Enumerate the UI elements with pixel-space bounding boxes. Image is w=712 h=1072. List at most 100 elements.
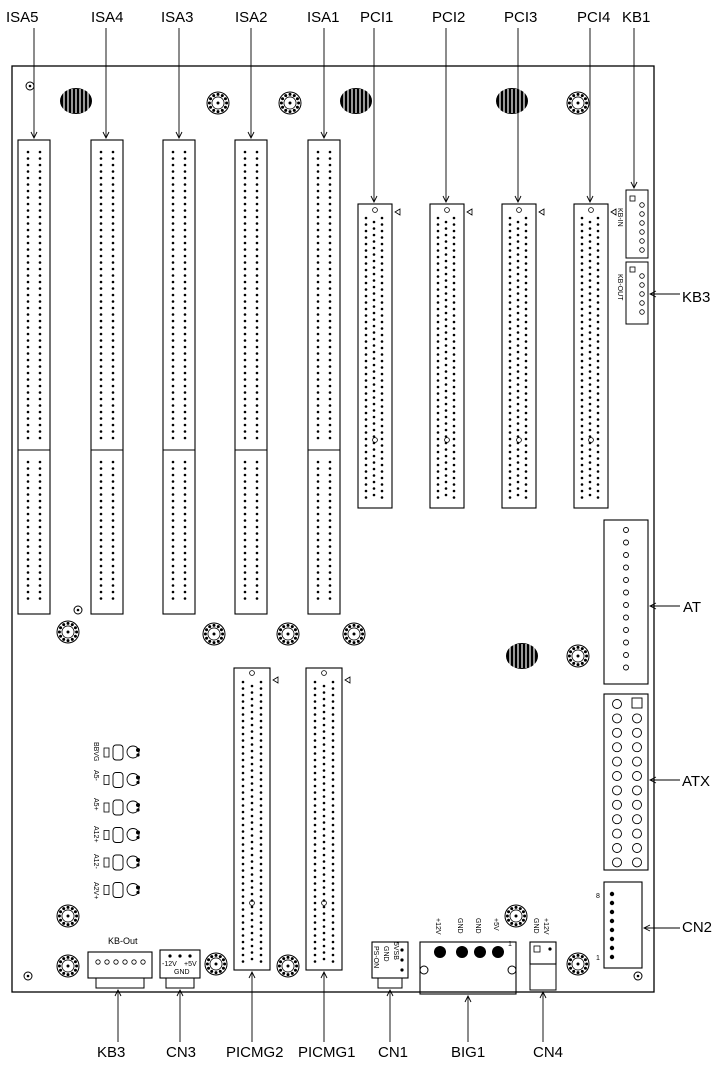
mount-screw-tooth [214, 953, 218, 957]
isa3-pin [171, 371, 175, 375]
isa3-pin [171, 597, 175, 600]
isa1-pin [328, 430, 332, 433]
mount-screw-tooth [585, 962, 589, 966]
picmg2-pin [241, 804, 245, 807]
picmg1-pin [322, 957, 326, 961]
isa1-pin [316, 551, 320, 555]
pci1-pin [380, 411, 384, 415]
picmg1-pin [331, 706, 335, 710]
pci3-pin [508, 366, 512, 369]
isa3-pin [183, 436, 187, 440]
isa4-pin [111, 293, 115, 297]
pci2-pin [444, 415, 448, 419]
pci4-pin [580, 340, 584, 343]
isa1-pin [316, 287, 320, 290]
led-resistor [103, 775, 110, 785]
cn3-leader-head [176, 988, 184, 997]
pci1-pin [380, 340, 384, 343]
pci3-pin [516, 344, 520, 347]
picmg2-pin [241, 849, 245, 853]
isa4-pin [99, 506, 103, 509]
isa2-pin [255, 480, 259, 483]
picmg2-pin [241, 771, 245, 775]
isa1-pin [328, 391, 332, 394]
picmg2-pin [259, 830, 263, 833]
picmg2-pin [241, 687, 245, 690]
pci3-pin [508, 249, 512, 252]
pci1-pin [364, 320, 368, 324]
picmg2-pin [250, 938, 254, 941]
pci1-pin [364, 470, 368, 473]
picmg1-pin [313, 940, 317, 944]
pci1-pin [364, 288, 368, 291]
picmg1-pin [322, 827, 326, 831]
mount-screw-tooth [569, 958, 573, 962]
isa5-pin [38, 306, 42, 310]
picmg1-pin [313, 927, 317, 931]
atx-pin [632, 799, 642, 810]
pci3-pin [516, 292, 520, 295]
pci1-pin [372, 344, 376, 347]
isa1-slot [307, 139, 341, 615]
cn4-gnd-text: GND [532, 918, 539, 934]
isa5-pin [26, 410, 30, 414]
pci4-leader-head [586, 195, 594, 204]
isa2-pin [255, 551, 259, 555]
cn3-gnd-text: GND [174, 969, 190, 976]
isa3-pin [183, 499, 187, 503]
mount-screw-inner [571, 649, 585, 663]
led-label-5: A2V+ [92, 882, 99, 899]
isa3-pin [183, 209, 187, 212]
isa3-pin [171, 267, 175, 271]
isa5-pin [26, 228, 30, 232]
isa3-pin [171, 404, 175, 407]
pci1-pin [364, 424, 368, 428]
mount-screw-tooth [57, 914, 61, 918]
isa3-pin [171, 365, 175, 368]
picmg1-pin [313, 804, 317, 807]
pci4-pin [596, 301, 600, 304]
mount-screw-tooth [73, 626, 77, 630]
pci3-pin [524, 418, 528, 421]
mount-screw-tooth [295, 964, 299, 968]
pci4-pin [596, 268, 600, 272]
isa1-pin [316, 196, 320, 199]
isa2-pin [243, 332, 247, 336]
isa1-pin [316, 525, 320, 529]
pci2-pin [436, 444, 440, 447]
pci2-pin [444, 324, 448, 328]
isa3-pin [183, 577, 187, 581]
isa5-pin [38, 287, 42, 290]
isa2-pin [255, 430, 259, 433]
pci1-pin [380, 262, 384, 265]
picmg2-pin [250, 769, 254, 772]
picmg1-pin [331, 875, 335, 879]
isa1-pin [328, 287, 332, 290]
pci2-slot [429, 203, 465, 509]
atx-pin [632, 742, 642, 753]
led-pad [136, 753, 140, 757]
pci2-pin [436, 255, 440, 259]
pci2-pin [444, 298, 448, 302]
mount-screw-tooth [212, 94, 216, 98]
picmg2-pin [259, 810, 263, 814]
isa3-pin [171, 358, 175, 362]
isa3-pin [171, 436, 175, 440]
isa1-pin [316, 228, 320, 232]
cn2-pin [609, 918, 615, 924]
mount-screw [202, 622, 226, 646]
picmg1-pin [322, 847, 326, 850]
isa1-pin [316, 183, 320, 186]
led-body [112, 882, 124, 898]
pci4-pin [580, 405, 584, 408]
picmg1-pin [322, 840, 326, 844]
isa3-pin [171, 532, 175, 535]
isa1-pin [316, 493, 320, 496]
isa5-pin [38, 326, 42, 329]
kb-out-pin [140, 959, 146, 965]
pci1-key [372, 207, 378, 213]
picmg1-pin [331, 882, 335, 885]
isa5-pin [26, 597, 30, 600]
cn2-pin [609, 945, 615, 951]
pci3-pin [508, 288, 512, 291]
